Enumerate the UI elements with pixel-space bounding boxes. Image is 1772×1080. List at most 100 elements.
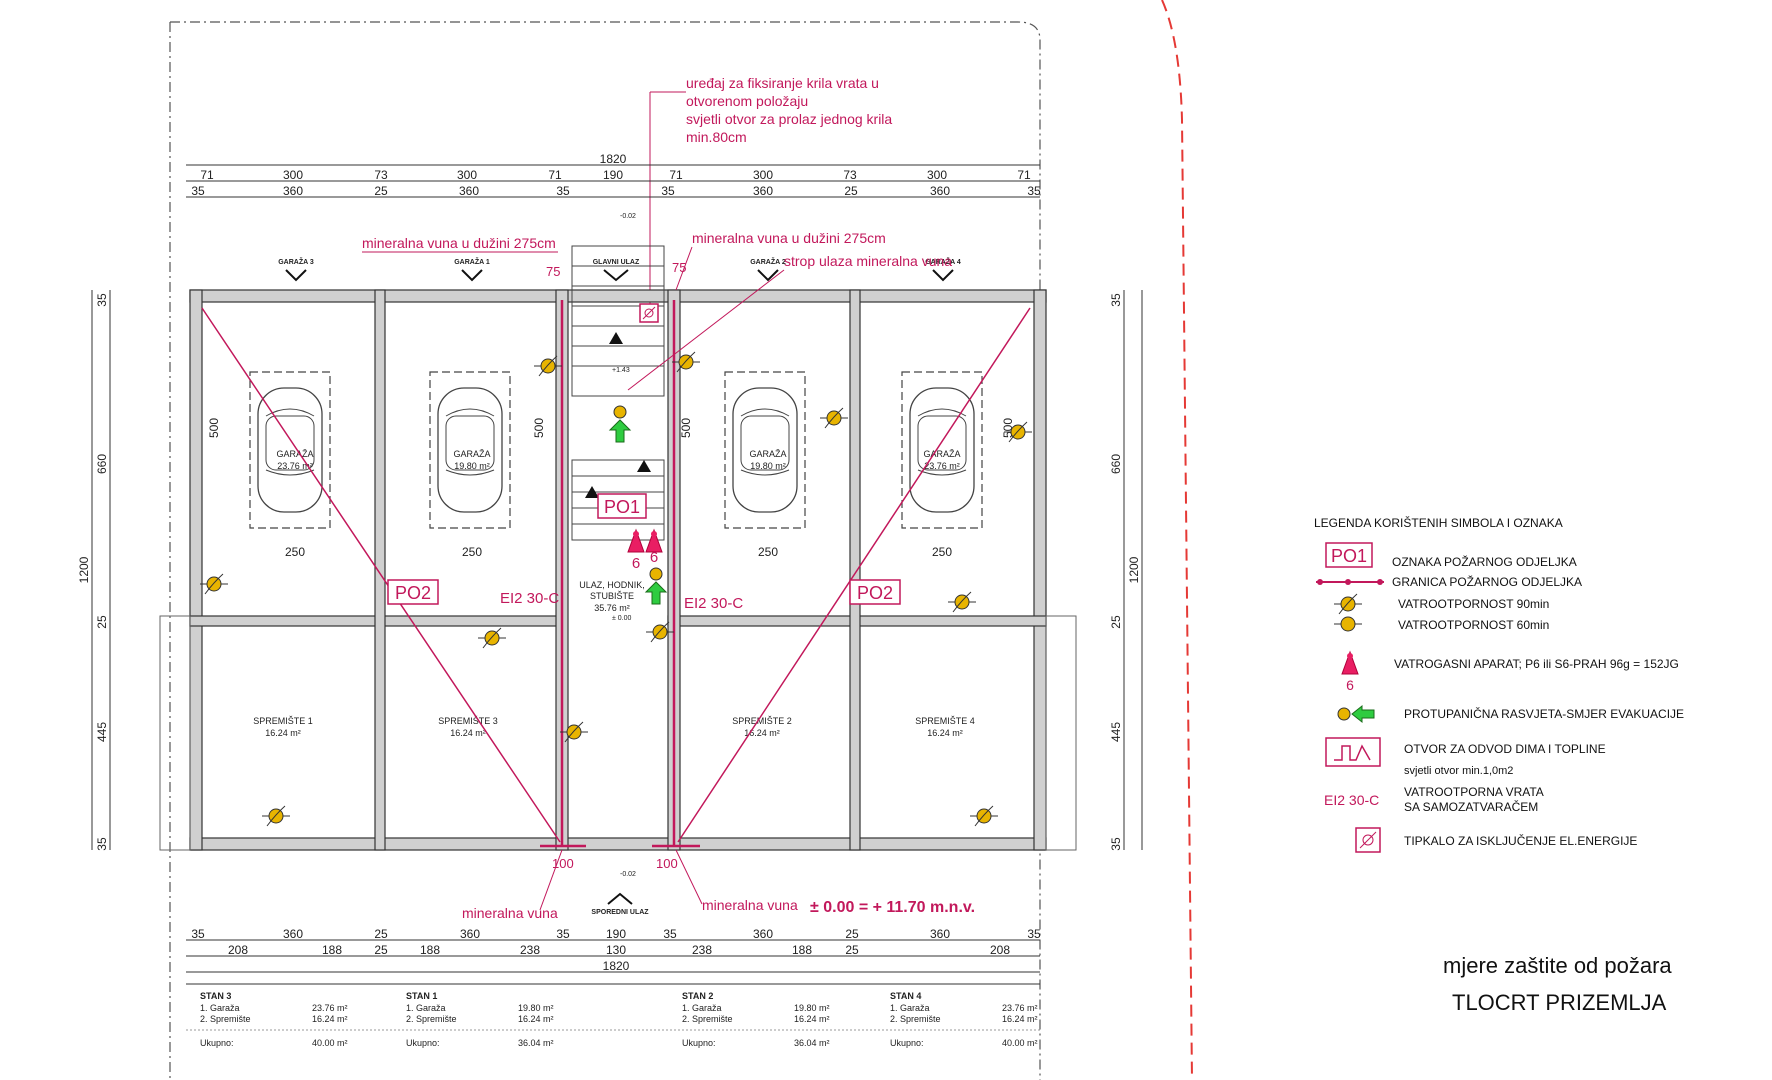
- svg-text:445: 445: [95, 722, 109, 742]
- svg-text:2. Spremište: 2. Spremište: [682, 1014, 733, 1024]
- svg-text:35: 35: [1027, 184, 1041, 198]
- svg-text:35: 35: [95, 837, 109, 851]
- svg-text:40.00 m²: 40.00 m²: [1002, 1038, 1038, 1048]
- svg-text:250: 250: [285, 545, 305, 559]
- svg-text:19.80 m²: 19.80 m²: [454, 461, 490, 471]
- svg-text:25: 25: [844, 184, 858, 198]
- svg-text:LEGENDA KORIŠTENIH SIMBOLA I: LEGENDA KORIŠTENIH SIMBOLA I OZNAKA: [1314, 515, 1563, 530]
- svg-text:73: 73: [843, 168, 857, 182]
- svg-text:360: 360: [930, 184, 950, 198]
- svg-text:25: 25: [95, 615, 109, 629]
- svg-text:35: 35: [1109, 293, 1123, 307]
- legend-emergency-light-icon: [1337, 704, 1375, 724]
- svg-text:GARAŽA: GARAŽA: [923, 449, 960, 459]
- inner-dimensions: 250 250 250 250 500 500 500 500: [207, 418, 1015, 559]
- svg-text:GARAŽA: GARAŽA: [453, 449, 490, 459]
- svg-text:300: 300: [283, 168, 303, 182]
- svg-text:16.24 m²: 16.24 m²: [518, 1014, 554, 1024]
- svg-text:360: 360: [459, 184, 479, 198]
- svg-text:300: 300: [457, 168, 477, 182]
- svg-text:360: 360: [460, 927, 480, 941]
- stairs: [571, 245, 665, 541]
- emergency-light-icon: [608, 405, 668, 605]
- fire-resistance-icon: [819, 407, 849, 429]
- legend-fire-resistance-60-icon: [1334, 616, 1362, 632]
- po1-label: PO1: [597, 493, 647, 519]
- svg-text:Ukupno:: Ukupno:: [406, 1038, 440, 1048]
- extinguisher-count: 6: [632, 555, 640, 572]
- svg-text:35: 35: [661, 184, 675, 198]
- svg-text:VATROOTPORNA VRATA: VATROOTPORNA VRATA: [1404, 785, 1544, 799]
- svg-text:OZNAKA POŽARNOG ODJELJKA: OZNAKA POŽARNOG ODJELJKA: [1392, 554, 1577, 569]
- svg-text:STUBIŠTE: STUBIŠTE: [590, 591, 634, 601]
- svg-text:svjetli otvor za prolaz jednog: svjetli otvor za prolaz jednog krila: [686, 111, 892, 127]
- svg-text:ULAZ, HODNIK,: ULAZ, HODNIK,: [579, 580, 645, 590]
- building-walls: [159, 289, 1077, 851]
- svg-text:660: 660: [95, 454, 109, 474]
- svg-text:16.24 m²: 16.24 m²: [450, 728, 486, 738]
- svg-text:35: 35: [191, 184, 205, 198]
- svg-text:SPOREDNI ULAZ: SPOREDNI ULAZ: [591, 909, 649, 916]
- svg-text:188: 188: [322, 943, 342, 957]
- svg-text:VATROGASNI APARAT; P6 ili S6-P: VATROGASNI APARAT; P6 ili S6-PRAH 96g = …: [1394, 657, 1679, 671]
- svg-text:VATROOTPORNOST 60min: VATROOTPORNOST 60min: [1398, 618, 1549, 632]
- svg-text:GRANICA POŽARNOG ODJELJKA: GRANICA POŽARNOG ODJELJKA: [1392, 574, 1582, 589]
- svg-text:35.76 m²: 35.76 m²: [594, 603, 630, 613]
- svg-text:GARAŽA 4: GARAŽA 4: [925, 257, 961, 266]
- drawing-title: TLOCRT PRIZEMLJA: [1452, 990, 1667, 1015]
- svg-text:2. Spremište: 2. Spremište: [890, 1014, 941, 1024]
- svg-text:19.80 m²: 19.80 m²: [750, 461, 786, 471]
- svg-text:500: 500: [532, 418, 546, 438]
- svg-text:19.80 m²: 19.80 m²: [518, 1003, 554, 1013]
- svg-text:16.24 m²: 16.24 m²: [744, 728, 780, 738]
- svg-text:190: 190: [603, 168, 623, 182]
- garage-labels: GARAŽA 3 GARAŽA 1 GARAŽA 2 GARAŽA 4 GLAV…: [278, 257, 961, 916]
- legend-po-symbol: PO1: [1325, 542, 1373, 568]
- svg-text:PROTUPANIČNA RASVJETA-SMJER EV: PROTUPANIČNA RASVJETA-SMJER EVAKUACIJE: [1404, 706, 1684, 721]
- svg-text:GARAŽA: GARAŽA: [276, 449, 313, 459]
- svg-text:2. Spremište: 2. Spremište: [200, 1014, 251, 1024]
- svg-text:208: 208: [228, 943, 248, 957]
- svg-text:100: 100: [656, 856, 678, 871]
- svg-text:min.80cm: min.80cm: [686, 129, 747, 145]
- svg-text:Ukupno:: Ukupno:: [890, 1038, 924, 1048]
- svg-text:EI2 30-C: EI2 30-C: [1324, 792, 1379, 808]
- level-mark: -0.02: [620, 213, 636, 220]
- stair-arrow-icon: [637, 460, 651, 472]
- svg-text:75: 75: [546, 264, 560, 279]
- svg-text:25: 25: [845, 927, 859, 941]
- stair-arrow-icon: [609, 332, 623, 344]
- svg-text:25: 25: [374, 927, 388, 941]
- legend-extinguisher-icon: [1341, 651, 1359, 675]
- extinguisher-count: 6: [650, 549, 658, 566]
- svg-text:1200: 1200: [77, 556, 91, 583]
- svg-text:VATROOTPORNOST 90min: VATROOTPORNOST 90min: [1398, 597, 1549, 611]
- svg-text:otvorenom položaju: otvorenom položaju: [686, 93, 808, 109]
- svg-text:250: 250: [758, 545, 778, 559]
- svg-text:188: 188: [420, 943, 440, 957]
- svg-text:73: 73: [374, 168, 388, 182]
- fire-extinguisher-icon: [627, 529, 645, 553]
- plot-boundary: [170, 21, 1041, 1080]
- svg-text:35: 35: [191, 927, 205, 941]
- mineral-wool-notes: mineralna vuna u dužini 275cm mineralna …: [362, 230, 975, 921]
- svg-text:71: 71: [200, 168, 214, 182]
- svg-text:208: 208: [990, 943, 1010, 957]
- svg-text:238: 238: [692, 943, 712, 957]
- svg-text:25: 25: [1109, 615, 1123, 629]
- svg-text:1820: 1820: [603, 959, 630, 973]
- fire-resistance-icon: [199, 573, 229, 595]
- svg-text:uređaj za fiksiranje krila vra: uređaj za fiksiranje krila vrata u: [686, 75, 879, 91]
- svg-text:500: 500: [207, 418, 221, 438]
- drawing-subtitle: mjere zaštite od požara: [1443, 953, 1672, 978]
- svg-text:188: 188: [792, 943, 812, 957]
- svg-text:190: 190: [606, 927, 626, 941]
- svg-text:25: 25: [845, 943, 859, 957]
- svg-text:SPREMIŠTE 1: SPREMIŠTE 1: [253, 716, 313, 726]
- svg-text:36.04 m²: 36.04 m²: [794, 1038, 830, 1048]
- svg-text:35: 35: [1109, 837, 1123, 851]
- svg-text:SA SAMOZATVARAČEM: SA SAMOZATVARAČEM: [1404, 799, 1538, 814]
- svg-text:6: 6: [1346, 677, 1354, 693]
